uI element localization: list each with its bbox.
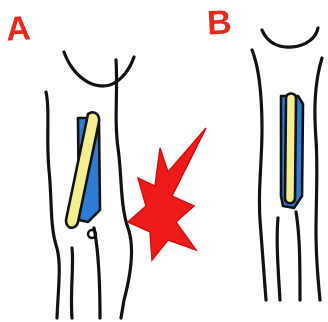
panel-a-inner-right-line: [94, 228, 100, 318]
panel-b-inner-right-line: [296, 212, 300, 300]
panel-b-top-curve: [262, 28, 318, 47]
panel-a-top-curve: [64, 52, 134, 86]
panel-a-joint-circle: [88, 230, 96, 238]
panel-b-left-outline: [252, 50, 266, 300]
panel-b-inner-left-line: [277, 218, 280, 300]
panel-a-left-outline: [46, 92, 59, 318]
panel-b-right-outline: [315, 58, 322, 300]
panel-a-right-outline: [116, 60, 131, 318]
red-starburst-arrow: [128, 128, 206, 260]
panel-label-a: A: [5, 11, 31, 46]
panel-b-yellow-splint: [285, 94, 296, 204]
panel-a-inner-left-line: [71, 248, 72, 318]
panel-label-b: B: [206, 5, 232, 40]
